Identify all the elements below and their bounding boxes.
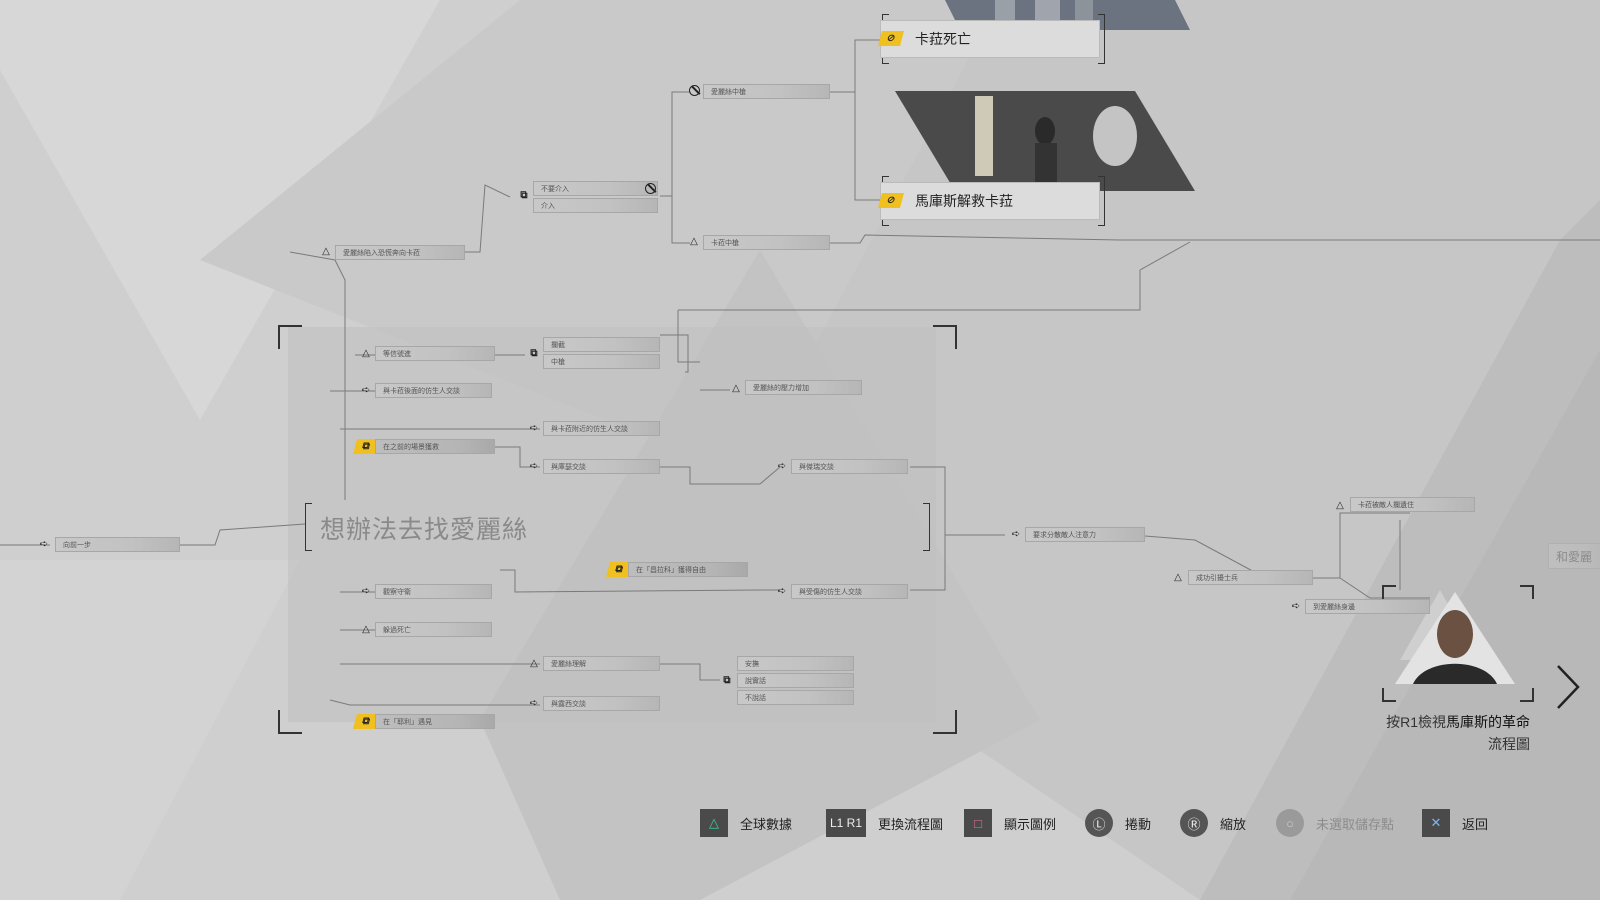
node-meet-jericho[interactable]: 在「耶利」遇見 xyxy=(375,714,495,729)
node-talk-josh[interactable]: 與傑瑞交談 xyxy=(791,459,908,474)
node-alice-understand[interactable]: 愛麗絲理解 xyxy=(543,656,660,671)
arrow-right-icon: ➪ xyxy=(39,539,49,550)
node-safe[interactable]: 安撫 xyxy=(737,656,854,671)
start-node[interactable]: 向前一步 xyxy=(55,537,180,552)
arrow-right-icon: ➪ xyxy=(529,423,539,434)
stick-L-icon: Ⓛ xyxy=(1085,809,1113,837)
triangle-icon: △ xyxy=(322,246,330,257)
flowchart-switch-prompt: 按R1檢視馬庫斯的革命 xyxy=(1350,712,1530,732)
ending-ban-icon: ⊘ xyxy=(877,193,905,208)
node-no-intervene[interactable]: 不要介入 xyxy=(533,181,658,196)
arrow-right-icon: ➪ xyxy=(529,461,539,472)
arrow-right-icon: ➪ xyxy=(361,586,371,597)
markus-saves-kara-image xyxy=(895,91,1195,191)
arrow-right-icon: ➪ xyxy=(777,461,787,472)
portrait-corner-bl xyxy=(1382,688,1396,702)
show-legend-label: 顯示圖例 xyxy=(1004,816,1057,832)
triangle-icon: △ xyxy=(362,624,370,635)
move-button[interactable]: Ⓛ 捲動 xyxy=(1085,808,1151,838)
node-talk-injured[interactable]: 與受傷的仿生人交談 xyxy=(791,584,908,599)
portrait-corner-tl xyxy=(1382,585,1396,599)
back-button[interactable]: ✕ 返回 xyxy=(1422,808,1488,838)
choice-icon: ⧉ xyxy=(530,348,538,359)
panel-corner-bl xyxy=(278,710,302,734)
zoom-label: 縮放 xyxy=(1220,816,1247,832)
node-observe-guard[interactable]: 觀察守衛 xyxy=(375,584,492,599)
kara-dead-bracket-r xyxy=(1098,14,1105,64)
global-stats-label: 全球數據 xyxy=(740,816,793,832)
node-alice-hit[interactable]: 愛麗絲中槍 xyxy=(703,84,830,99)
panel-corner-tr xyxy=(933,325,957,349)
triangle-icon: △ xyxy=(690,236,698,247)
node-wait-report[interactable]: 等信號進 xyxy=(375,346,495,361)
arrow-right-icon: ➪ xyxy=(1011,529,1021,540)
node-talk-kara-android[interactable]: 與卡菈後面的仿生人交談 xyxy=(375,383,492,398)
change-flowchart-button[interactable]: L1 R1 更換流程圖 xyxy=(826,808,943,838)
triangle-icon: △ xyxy=(1174,572,1182,583)
triangle-icon: △ xyxy=(530,658,538,669)
triangle-icon: △ xyxy=(362,348,370,359)
markus-portrait[interactable] xyxy=(1395,592,1515,684)
flowchart-label: 流程圖 xyxy=(1488,736,1530,752)
triangle-icon: △ xyxy=(732,383,740,394)
node-dont-say[interactable]: 不說話 xyxy=(737,690,854,705)
choice-icon: ⧉ xyxy=(723,675,731,686)
circle-icon: ○ xyxy=(1276,809,1304,837)
arrow-right-icon: ➪ xyxy=(777,586,787,597)
portrait-corner-tr xyxy=(1520,585,1534,599)
change-flowchart-label: 更換流程圖 xyxy=(878,816,944,832)
node-intervene[interactable]: 介入 xyxy=(533,198,658,213)
arrow-right-icon: ➪ xyxy=(361,385,371,396)
ban-icon xyxy=(645,183,656,194)
title-bracket-right xyxy=(923,503,930,551)
cross-icon: ✕ xyxy=(1422,809,1450,837)
node-alice-stress[interactable]: 愛麗絲的壓力增加 xyxy=(745,380,862,395)
l1-r1-icon: L1 R1 xyxy=(826,809,866,837)
zoom-button[interactable]: Ⓡ 縮放 xyxy=(1180,808,1246,838)
node-freedom-scene[interactable]: 在「昌拉科」獲得自由 xyxy=(628,562,748,577)
node-kara-hit[interactable]: 卡菈中槍 xyxy=(703,235,830,250)
portrait-corner-br xyxy=(1520,688,1534,702)
node-distract[interactable]: 要求分散敵人注意力 xyxy=(1025,527,1145,542)
node-tell-truth[interactable]: 說實話 xyxy=(737,673,854,688)
node-ghost: 和愛麗 xyxy=(1548,543,1600,569)
stick-R-icon: Ⓡ xyxy=(1180,809,1208,837)
node-avoid-death[interactable]: 躲過死亡 xyxy=(375,622,492,637)
node-fight[interactable]: 攔截 xyxy=(543,337,660,352)
ending-ban-icon: ⊘ xyxy=(877,31,905,46)
node-soldier-success[interactable]: 成功引擾士兵 xyxy=(1188,570,1313,585)
node-talk-guard[interactable]: 與庫瑟交談 xyxy=(543,459,660,474)
unselected-save-label: 未選取儲存點 xyxy=(1316,816,1395,832)
node-alice-panic[interactable]: 愛麗絲陷入恐慌奔向卡菈 xyxy=(335,245,465,260)
ending-markus-saves-kara[interactable]: 馬庫斯解救卡菈 xyxy=(880,182,1100,220)
chapter-title: 想辦法去找愛麗絲 xyxy=(320,516,529,544)
global-stats-button[interactable]: △ 全球數據 xyxy=(700,808,792,838)
triangle-icon: △ xyxy=(700,809,728,837)
chevron-right-icon[interactable] xyxy=(1552,662,1582,712)
ban-icon xyxy=(689,85,700,96)
move-label: 捲動 xyxy=(1125,816,1152,832)
node-talk-kara-next[interactable]: 與卡菈附近的仿生人交談 xyxy=(543,421,660,436)
panel-corner-tl xyxy=(278,325,302,349)
node-kara-captured[interactable]: 卡菈被敵人攔遺住 xyxy=(1350,497,1475,512)
square-icon: □ xyxy=(964,809,992,837)
triangle-icon: △ xyxy=(1336,500,1344,511)
back-label: 返回 xyxy=(1462,816,1489,832)
node-to-alice[interactable]: 到愛麗絲身邊 xyxy=(1305,599,1430,614)
prompt-name: 馬庫斯的革命 xyxy=(1446,714,1530,730)
arrow-right-icon: ➪ xyxy=(529,698,539,709)
panel-corner-br xyxy=(933,710,957,734)
show-legend-button[interactable]: □ 顯示圖例 xyxy=(964,808,1056,838)
node-stop[interactable]: 中槍 xyxy=(543,354,660,369)
prompt-prefix: 按R1檢視 xyxy=(1386,714,1446,730)
unselected-save-button[interactable]: ○ 未選取儲存點 xyxy=(1276,808,1394,838)
node-previous-scene[interactable]: 在之前的場景獲救 xyxy=(375,439,495,454)
choice-icon: ⧉ xyxy=(520,190,528,201)
node-talk-lucy[interactable]: 與露西交談 xyxy=(543,696,660,711)
ending-kara-dead[interactable]: 卡菈死亡 xyxy=(880,20,1100,58)
arrow-right-icon: ➪ xyxy=(1291,601,1301,612)
markus-saves-bracket-r xyxy=(1098,176,1105,226)
title-bracket-left xyxy=(305,503,312,551)
